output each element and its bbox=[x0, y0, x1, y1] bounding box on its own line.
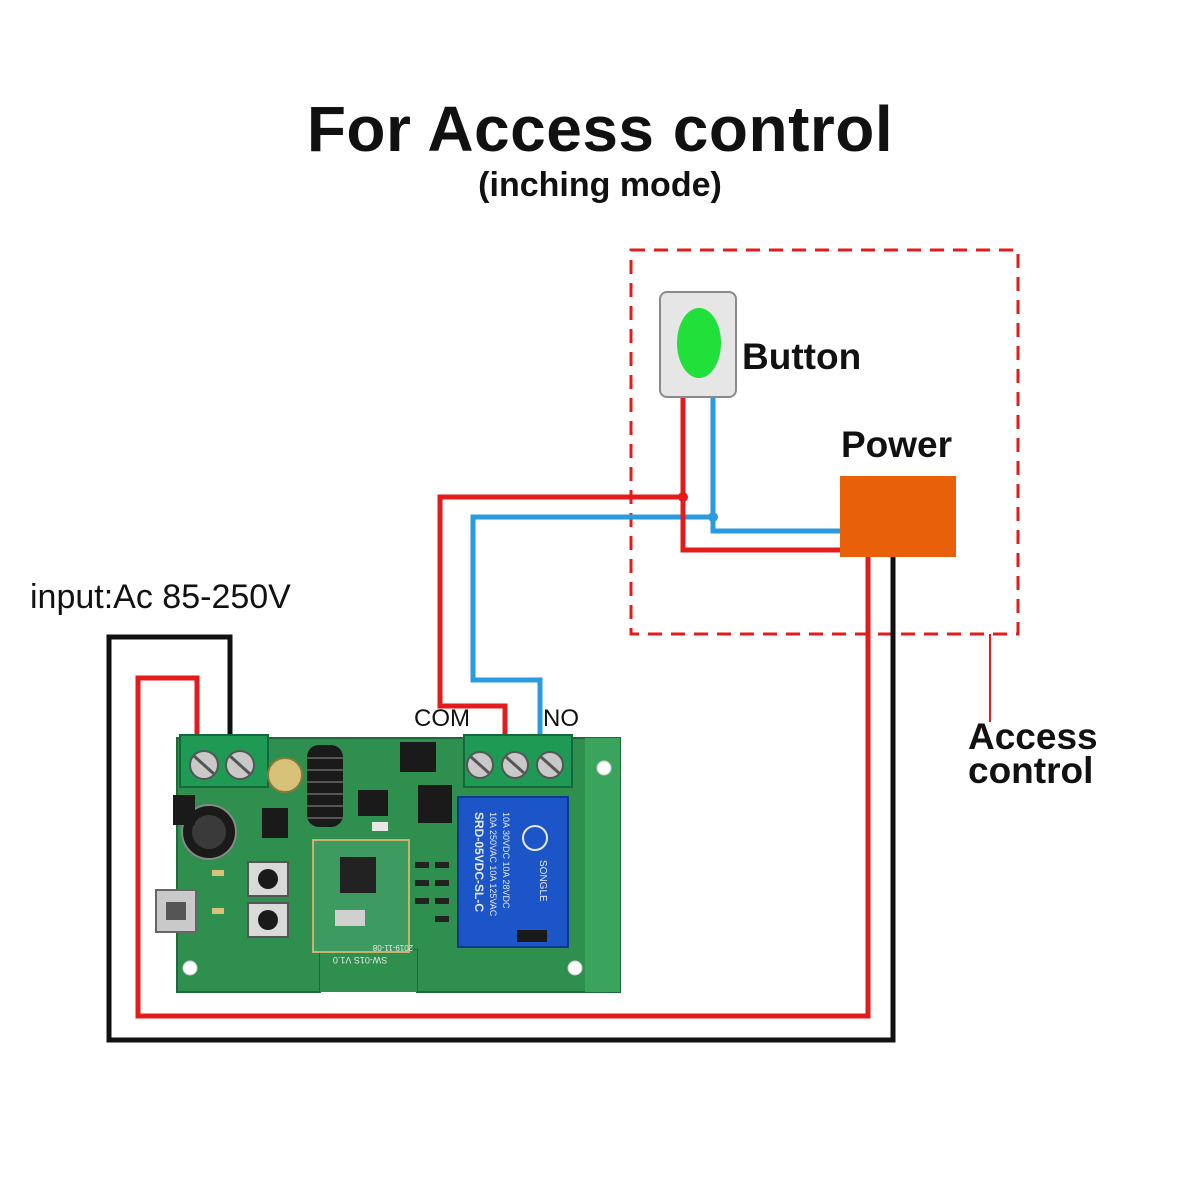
module-code: SW-01S V1.0 bbox=[333, 955, 387, 965]
access-control-label-line2: control bbox=[968, 750, 1094, 791]
relay-brand: SONGLE bbox=[537, 860, 548, 902]
ic-chip bbox=[418, 785, 452, 823]
ic-chip bbox=[358, 790, 388, 816]
ic-chip bbox=[400, 742, 436, 772]
mains-live-wire bbox=[135, 557, 871, 1019]
com-terminal-label: COM bbox=[414, 705, 470, 732]
wifi-module-chip bbox=[340, 857, 376, 893]
no-terminal-label: NO bbox=[543, 705, 579, 732]
diagram-subtitle: (inching mode) bbox=[478, 166, 722, 204]
black-component bbox=[173, 795, 195, 825]
board-tact-switch bbox=[247, 861, 289, 897]
antenna-tab bbox=[320, 950, 417, 992]
board-tact-switch bbox=[247, 902, 289, 938]
relay-board: SW-01S V1.0 2019-11-08 SRD-05VDC-SL-C 10… bbox=[155, 734, 621, 993]
antenna-coil bbox=[307, 745, 343, 827]
power-label: Power bbox=[841, 424, 953, 465]
com-wire bbox=[437, 494, 683, 745]
no-wire bbox=[470, 514, 713, 745]
relay: SRD-05VDC-SL-C 10A 250VAC 10A 125VAC 10A… bbox=[457, 796, 569, 948]
wifi-module bbox=[312, 839, 410, 953]
diagram-title: For Access control bbox=[306, 93, 894, 165]
led bbox=[372, 822, 388, 831]
access-control-label: Access control bbox=[968, 716, 1098, 791]
button-red-wire bbox=[680, 395, 840, 553]
pcb-edge-strip bbox=[585, 738, 620, 992]
mount-hole bbox=[182, 960, 198, 976]
button-blue-wire bbox=[710, 395, 840, 534]
red-junction bbox=[678, 492, 688, 502]
blue-junction bbox=[708, 512, 718, 522]
relay-model: SRD-05VDC-SL-C bbox=[472, 812, 486, 912]
mains-neutral-wire bbox=[106, 557, 896, 1043]
access-control-boundary bbox=[629, 248, 1020, 636]
relay-rating-dc: 10A 30VDC 10A 28VDC bbox=[501, 812, 511, 909]
mount-hole bbox=[596, 760, 612, 776]
push-button-led bbox=[677, 308, 721, 378]
power-supply-box bbox=[840, 476, 956, 557]
ic-chip bbox=[262, 808, 288, 838]
relay-rating-ac: 10A 250VAC 10A 125VAC bbox=[488, 812, 498, 917]
relay-logo bbox=[522, 825, 548, 851]
button-label: Button bbox=[742, 336, 862, 377]
input-voltage-label: input:Ac 85-250V bbox=[30, 578, 291, 616]
access-control-label-line1: Access bbox=[968, 716, 1098, 757]
mount-hole bbox=[567, 960, 583, 976]
module-date: 2019-11-08 bbox=[372, 943, 413, 952]
small-capacitor bbox=[267, 757, 303, 793]
